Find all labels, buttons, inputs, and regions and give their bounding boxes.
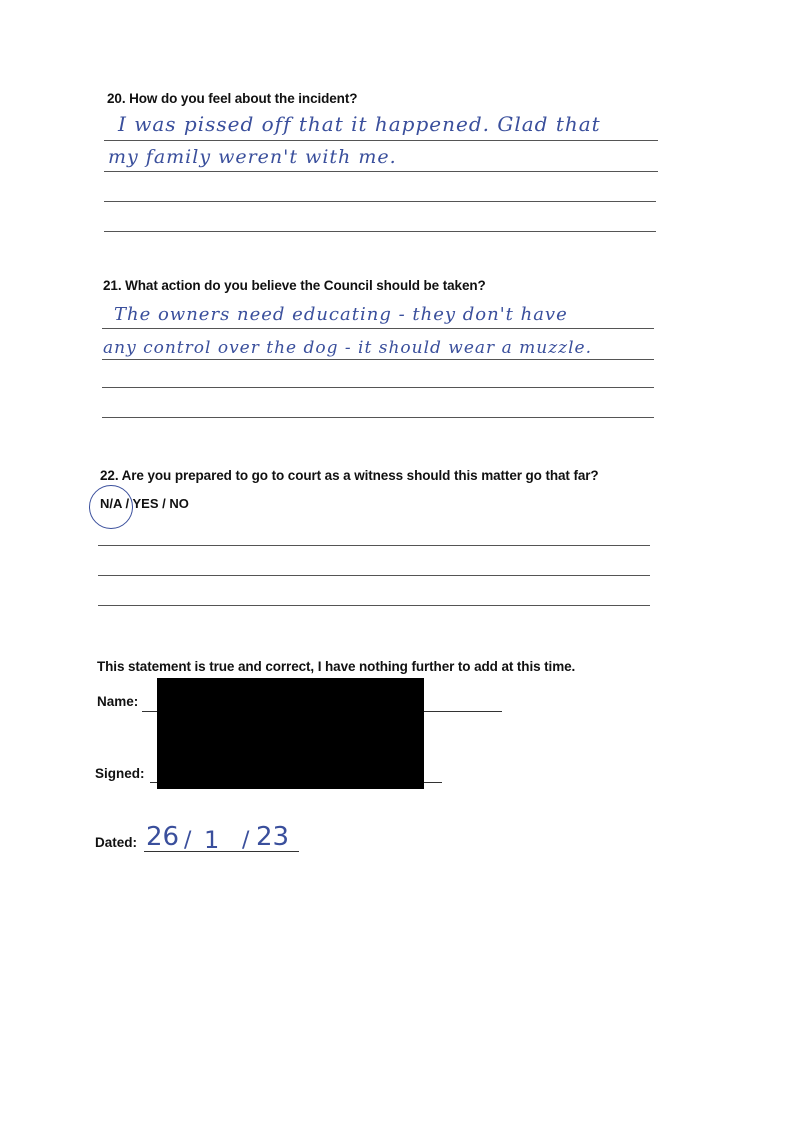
answer-line	[102, 387, 654, 388]
answer-line	[98, 575, 650, 576]
signed-label: Signed:	[95, 766, 145, 781]
answer-line	[102, 328, 654, 329]
answer-line	[104, 231, 656, 232]
answer-21-line-2: any control over the dog - it should wea…	[103, 338, 593, 358]
answer-line	[102, 417, 654, 418]
date-separator: /	[242, 828, 251, 853]
date-year: 23	[256, 822, 290, 852]
name-label: Name:	[97, 694, 139, 709]
answer-20-line-1: I was pissed off that it happened. Glad …	[118, 112, 601, 136]
question-20: 20. How do you feel about the incident?	[107, 91, 358, 106]
date-day: 26	[146, 822, 180, 852]
answer-line	[102, 359, 654, 360]
answer-line	[98, 545, 650, 546]
date-month: 1	[204, 826, 221, 854]
declaration-text: This statement is true and correct, I ha…	[97, 659, 576, 674]
answer-line	[98, 605, 650, 606]
answer-line	[104, 201, 656, 202]
redaction-block	[157, 678, 424, 789]
answer-21-line-1: The owners need educating - they don't h…	[114, 304, 568, 325]
answer-line	[104, 171, 658, 172]
answer-20-line-2: my family weren't with me.	[108, 146, 397, 168]
dated-label: Dated:	[95, 835, 138, 850]
dated-line	[144, 851, 299, 852]
answer-line	[104, 140, 658, 141]
question-21: 21. What action do you believe the Counc…	[103, 278, 486, 293]
question-22: 22. Are you prepared to go to court as a…	[100, 468, 599, 483]
selected-option-circle	[89, 485, 133, 529]
date-separator: /	[184, 828, 193, 853]
